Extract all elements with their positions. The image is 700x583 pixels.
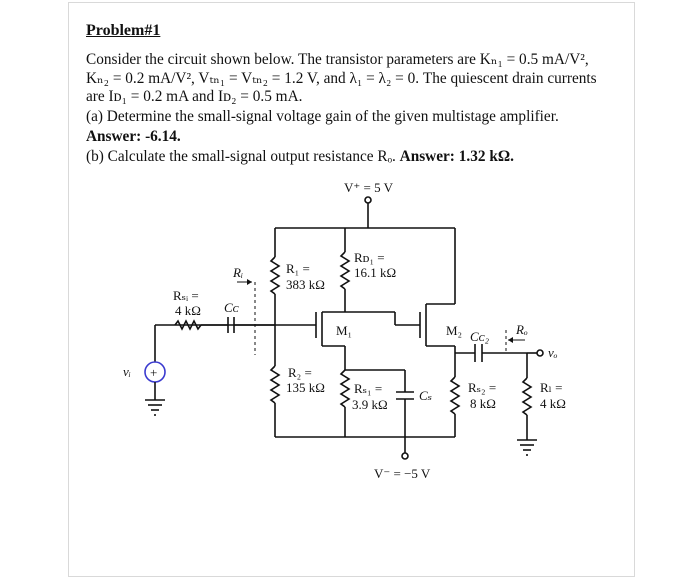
problem-line-6: (b) Calculate the small-signal output re…	[86, 148, 514, 166]
source-sign: +	[150, 365, 157, 380]
m1-transistor	[175, 311, 346, 370]
cc-label: Cᴄ	[224, 300, 240, 315]
answer-b-label: Answer:	[399, 148, 455, 165]
problem-line-4: (a) Determine the small-signal voltage g…	[86, 108, 559, 125]
vplus-label: V⁺ = 5 V	[344, 180, 394, 195]
rs2-resistor	[449, 376, 461, 415]
problem-line-1: Consider the circuit shown below. The tr…	[86, 51, 589, 68]
r1-resistor	[269, 256, 281, 295]
vo-terminal	[536, 349, 544, 357]
rsi-resistor	[174, 319, 202, 331]
answer-a-label: Answer:	[86, 128, 142, 145]
rs2-label-2: 8 kΩ	[470, 396, 496, 411]
r1-label-2: 383 kΩ	[286, 277, 325, 292]
rs1-label-1: Rₛ₁ =	[354, 381, 382, 396]
rsi-label-2: 4 kΩ	[175, 303, 201, 318]
m1-label: M₁	[336, 323, 352, 338]
r1-label-1: R₁ =	[286, 261, 310, 276]
rs1-resistor	[339, 369, 351, 408]
rd1-label-1: Rᴅ₁ =	[354, 250, 385, 265]
rd1-resistor	[339, 251, 351, 290]
problem-line-2: Kₙ₂ = 0.2 mA/V², Vₜₙ₁ = Vₜₙ₂ = 1.2 V, an…	[86, 70, 597, 87]
rd1-label-2: 16.1 kΩ	[354, 265, 396, 280]
problem-frame	[68, 2, 635, 577]
cc2-label: Cᴄ₂	[470, 329, 490, 344]
vplus-rail	[275, 196, 455, 229]
rl-label-2: 4 kΩ	[540, 396, 566, 411]
rl-label-1: Rₗ =	[540, 380, 562, 395]
vminus-label: V⁻ = −5 V	[374, 466, 431, 481]
r2-resistor	[269, 365, 281, 404]
problem-title: Problem#1	[86, 22, 161, 39]
part-b-text: (b) Calculate the small-signal output re…	[86, 148, 396, 165]
vi-label: vᵢ	[123, 364, 131, 379]
vminus-rail	[275, 436, 455, 460]
cs-capacitor	[396, 391, 414, 400]
problem-line-3: are Iᴅ₁ = 0.2 mA and Iᴅ₂ = 0.5 mA.	[86, 88, 303, 105]
rs1-label-2: 3.9 kΩ	[352, 397, 388, 412]
m2-transistor	[419, 303, 455, 347]
vo-label: vₒ	[548, 345, 558, 360]
ground-icon-rl	[517, 439, 537, 456]
cc2-capacitor	[474, 344, 483, 362]
rsi-label-1: Rₛᵢ =	[173, 288, 199, 303]
r2-label-2: 135 kΩ	[286, 380, 325, 395]
r2-label-1: R₂ =	[288, 365, 312, 380]
ground-icon-source	[145, 399, 165, 416]
answer-a: Answer: -6.14.	[86, 128, 181, 146]
m2-label: M₂	[446, 323, 462, 338]
ro-label: Rₒ	[515, 322, 528, 337]
cs-label: Cₛ	[419, 388, 432, 403]
rs2-label-1: Rₛ₂ =	[468, 380, 496, 395]
answer-b-value: 1.32 kΩ.	[458, 148, 514, 165]
rl-resistor	[521, 377, 533, 416]
answer-a-value: -6.14.	[145, 128, 181, 145]
ri-label: Rᵢ	[232, 265, 243, 280]
